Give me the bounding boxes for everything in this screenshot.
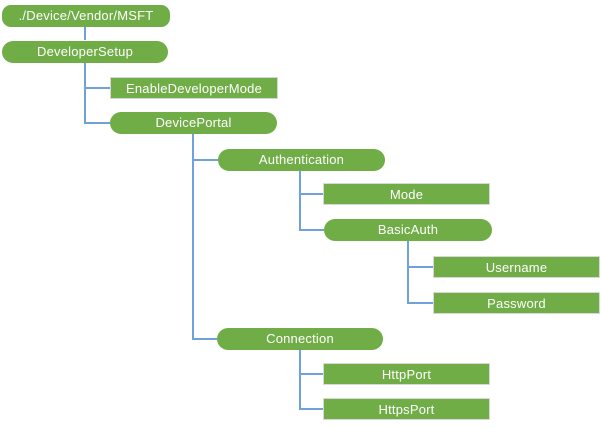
connector-branch-basicauth	[300, 229, 324, 231]
node-deviceportal: DevicePortal	[110, 112, 277, 134]
node-mode: Mode	[323, 183, 490, 205]
connector-branch-mode	[300, 193, 323, 195]
node-device-vendor-msft: ./Device/Vendor/MSFT	[2, 5, 170, 27]
node-enabledevelopermode: EnableDeveloperMode	[110, 77, 278, 99]
connector-line-deviceportal-children	[192, 134, 194, 340]
connector-branch-username	[408, 266, 433, 268]
connector-branch-httpport	[300, 373, 323, 375]
node-username: Username	[433, 256, 600, 278]
connector-line-basicauth-children	[407, 241, 409, 304]
node-httpport: HttpPort	[323, 363, 490, 385]
connector-branch-httpsport	[300, 408, 323, 410]
node-developersetup: DeveloperSetup	[2, 41, 168, 63]
connector-branch-password	[408, 302, 433, 304]
connector-branch-deviceportal	[85, 122, 110, 124]
node-connection: Connection	[217, 328, 383, 350]
connector-branch-connection	[193, 338, 217, 340]
node-basicauth: BasicAuth	[324, 219, 492, 241]
node-password: Password	[433, 292, 600, 314]
node-authentication: Authentication	[218, 149, 385, 171]
connector-line-connection-children	[299, 350, 301, 410]
connector-branch-enabledevelopermode	[85, 87, 110, 89]
node-httpsport: HttpsPort	[323, 398, 490, 420]
connector-line-authentication-children	[299, 171, 301, 231]
connector-branch-authentication	[193, 159, 218, 161]
connector-line-developersetup-children	[84, 63, 86, 124]
connector-line-root-developersetup	[84, 27, 86, 40]
